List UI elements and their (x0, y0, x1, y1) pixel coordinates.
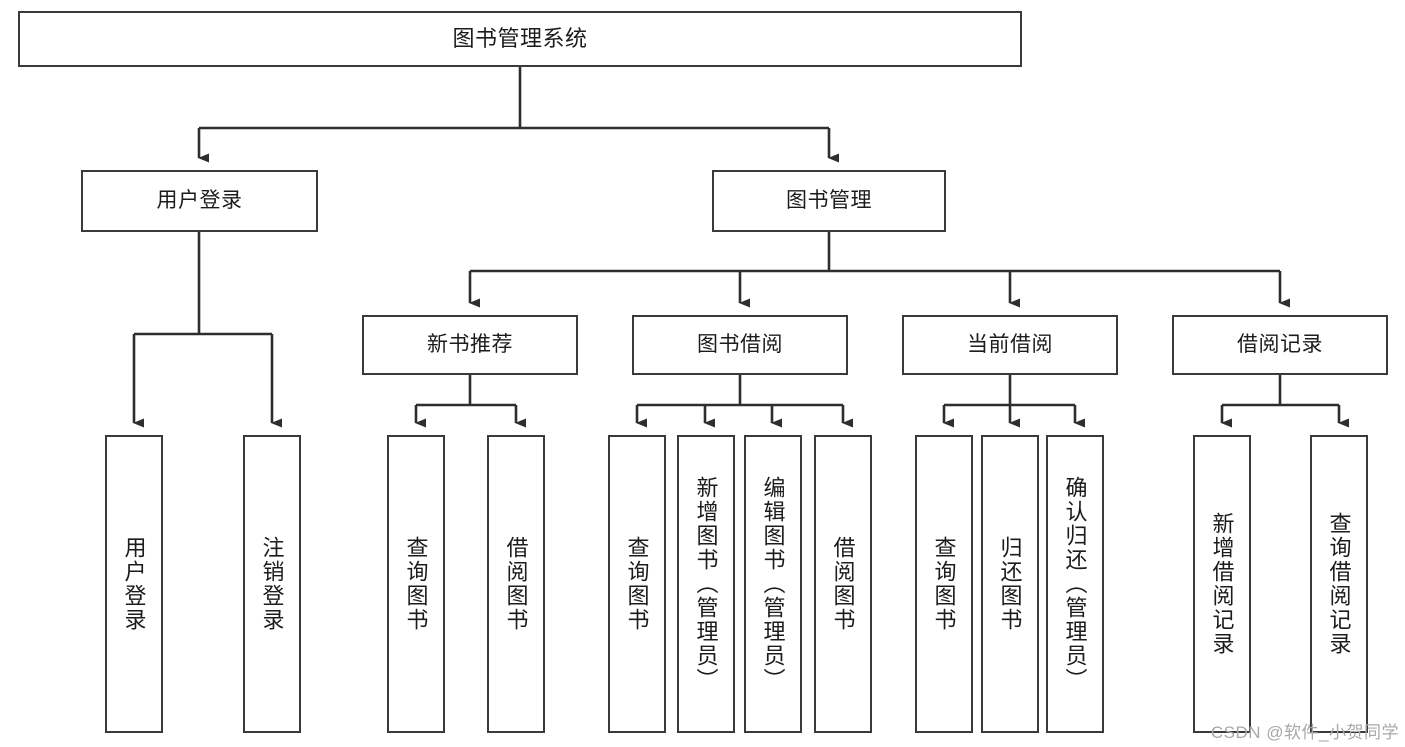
node-new-book-recommend[interactable]: 新书推荐 (362, 315, 578, 375)
node-label: 当前借阅 (967, 332, 1053, 356)
leaf-query-borrow-record[interactable]: 查询借阅记录 (1310, 435, 1368, 733)
node-label: 注销登录 (259, 536, 285, 632)
leaf-user-login[interactable]: 用户登录 (105, 435, 163, 733)
node-label: 查询借阅记录 (1326, 512, 1352, 656)
node-label: 借阅图书 (503, 536, 529, 632)
node-label: 新增图书（管理员） (693, 476, 719, 692)
leaf-add-borrow-record[interactable]: 新增借阅记录 (1193, 435, 1251, 733)
node-label: 借阅图书 (830, 536, 856, 632)
node-label: 查询图书 (624, 536, 650, 632)
leaf-return-book[interactable]: 归还图书 (981, 435, 1039, 733)
node-label: 查询图书 (931, 536, 957, 632)
watermark: CSDN @软件_小贺同学 (1210, 723, 1399, 742)
leaf-confirm-return-admin[interactable]: 确认归还（管理员） (1046, 435, 1104, 733)
node-user-login[interactable]: 用户登录 (81, 170, 318, 232)
node-label: 新增借阅记录 (1209, 512, 1235, 656)
node-book-borrow[interactable]: 图书借阅 (632, 315, 848, 375)
node-label: 用户登录 (121, 536, 147, 632)
leaf-add-book-admin[interactable]: 新增图书（管理员） (677, 435, 735, 733)
node-borrow-record[interactable]: 借阅记录 (1172, 315, 1388, 375)
node-label: 借阅记录 (1237, 332, 1323, 356)
node-label: 新书推荐 (427, 332, 513, 356)
node-label: 归还图书 (997, 536, 1023, 632)
leaf-query-book-current[interactable]: 查询图书 (915, 435, 973, 733)
node-book-management[interactable]: 图书管理 (712, 170, 946, 232)
node-label: 用户登录 (156, 188, 243, 212)
leaf-borrow-book[interactable]: 借阅图书 (814, 435, 872, 733)
node-label: 编辑图书（管理员） (760, 476, 786, 692)
node-label: 图书管理系统 (452, 26, 588, 52)
leaf-user-logout[interactable]: 注销登录 (243, 435, 301, 733)
node-current-borrow[interactable]: 当前借阅 (902, 315, 1118, 375)
leaf-edit-book-admin[interactable]: 编辑图书（管理员） (744, 435, 802, 733)
leaf-query-book-borrow[interactable]: 查询图书 (608, 435, 666, 733)
leaf-borrow-book-recommend[interactable]: 借阅图书 (487, 435, 545, 733)
node-label: 确认归还（管理员） (1062, 476, 1088, 692)
node-label: 图书管理 (786, 188, 872, 212)
node-root-system[interactable]: 图书管理系统 (18, 11, 1022, 67)
node-label: 图书借阅 (697, 332, 783, 356)
leaf-query-book-recommend[interactable]: 查询图书 (387, 435, 445, 733)
node-label: 查询图书 (403, 536, 429, 632)
